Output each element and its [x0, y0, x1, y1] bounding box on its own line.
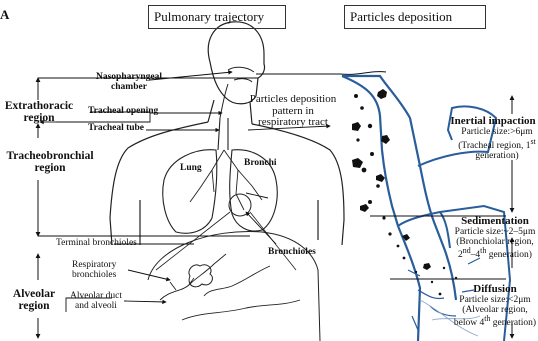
- label-bronchioles: Bronchioles: [268, 248, 316, 258]
- airway-main: [342, 76, 456, 341]
- sed-gen-b: –4: [471, 251, 481, 261]
- magnify-lines: [156, 212, 296, 270]
- label-tracheal-opening: Tracheal opening: [88, 107, 158, 117]
- head-outline: [208, 22, 264, 104]
- label-respiratory-line2: bronchioles: [72, 271, 116, 281]
- trachea: [218, 118, 228, 150]
- inertial-region: (Tracheal region, 1st: [456, 138, 538, 152]
- header-particles-deposition: Particles deposition: [350, 10, 452, 24]
- diffusion-title: Diffusion: [452, 284, 538, 296]
- large-particles: [352, 89, 431, 270]
- label-lung: Lung: [180, 164, 202, 174]
- label-respiratory-bronchioles: Respiratory bronchioles: [72, 261, 116, 281]
- panel-letter: A: [0, 8, 9, 22]
- nasal-cavity: [228, 67, 254, 82]
- inertial-sup: st: [530, 137, 535, 146]
- region-extrathoracic: Extrathoracic region: [2, 100, 76, 124]
- label-deposition-pattern: Particles deposition pattern in respirat…: [246, 94, 340, 129]
- human-figure: [110, 22, 344, 341]
- mechanism-diffusion: Diffusion Particle size:<2μm (Alveolar r…: [452, 284, 538, 330]
- sed-gen-c: generation): [486, 251, 532, 261]
- label-alveolar-duct: Alveolar duct and alveoli: [70, 292, 122, 312]
- label-nasopharyngeal-line2: chamber: [96, 83, 162, 93]
- label-pattern-line1: Particles deposition: [246, 94, 340, 106]
- magnify-circle: [229, 194, 251, 216]
- header-pulmonary-trajectory: Pulmonary trajectory: [154, 10, 264, 24]
- region-alveolar-line2: region: [4, 300, 64, 312]
- inertial-title: Inertial impaction: [448, 116, 538, 128]
- label-nasopharyngeal-chamber: Nasopharyngeal chamber: [96, 73, 162, 93]
- particle-dots: [354, 94, 457, 295]
- dif-gen-a: below 4: [454, 319, 484, 329]
- sedimentation-generation: 2nd–4th generation): [452, 247, 538, 261]
- sed-sup-a: nd: [463, 246, 471, 255]
- label-pattern-line3: respiratory tract: [246, 117, 340, 129]
- region-alveolar: Alveolar region: [4, 288, 64, 312]
- label-bronchi: Bronchi: [244, 159, 277, 169]
- torso-outline: [110, 122, 344, 245]
- dif-gen-c: generation): [490, 319, 536, 329]
- alveoli-sketch: [160, 254, 300, 320]
- region-extrathoracic-line1: Extrathoracic: [2, 100, 76, 112]
- inertial-generation: generation): [456, 152, 538, 162]
- region-tracheobronchial-line2: region: [0, 162, 100, 174]
- region-tracheobronchial: Tracheobronchial region: [0, 150, 100, 174]
- inertial-size: Particle size:>6μm: [456, 128, 538, 138]
- diffusion-generation: below 4th generation): [452, 315, 538, 329]
- sedimentation-title: Sedimentation: [452, 216, 538, 228]
- label-alveolar-duct-line2: and alveoli: [70, 302, 122, 312]
- region-extrathoracic-line2: region: [2, 112, 76, 124]
- region-alveolar-line1: Alveolar: [4, 288, 64, 300]
- mechanism-sedimentation: Sedimentation Particle size:~2–5μm (Bron…: [452, 216, 538, 262]
- region-tracheobronchial-line1: Tracheobronchial: [0, 150, 100, 162]
- inertial-region-text: (Tracheal region, 1: [458, 141, 530, 151]
- mechanism-inertial: Inertial impaction Particle size:>6μm (T…: [456, 116, 538, 162]
- label-terminal-bronchioles: Terminal bronchioles: [56, 239, 137, 249]
- diffusion-region: (Alveolar region,: [452, 306, 538, 316]
- label-tracheal-tube: Tracheal tube: [88, 124, 144, 134]
